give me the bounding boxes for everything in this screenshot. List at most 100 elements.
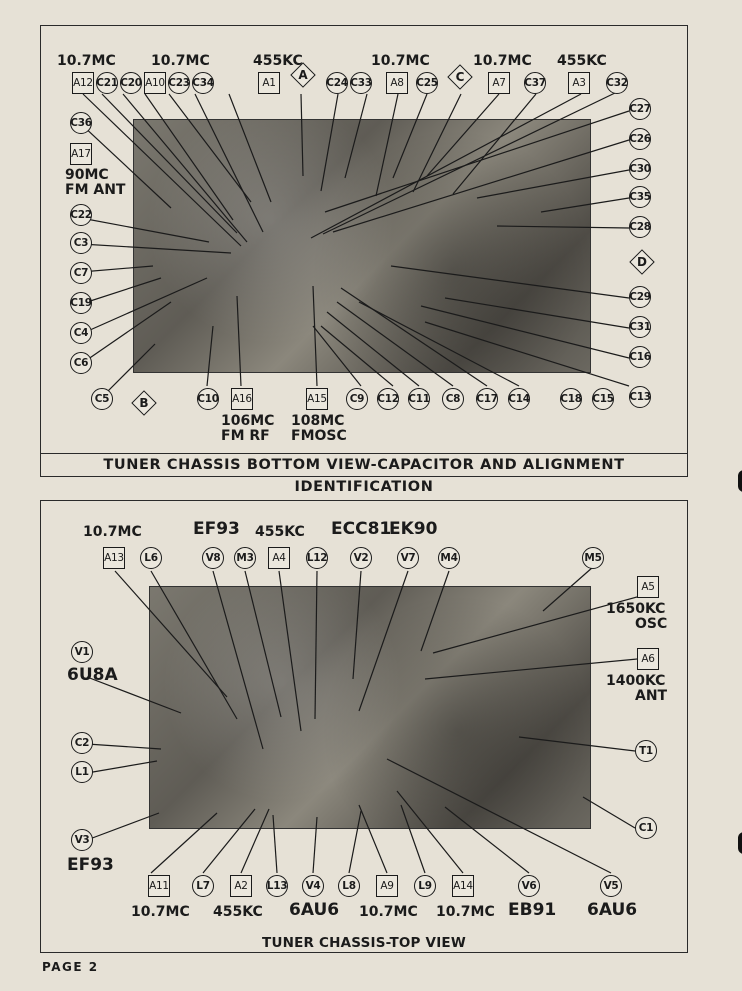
freq-label-a10: 10.7MC: [151, 53, 210, 69]
marker-c1: C1: [635, 817, 657, 839]
marker-a4: A4: [268, 547, 290, 569]
marker-c21: C21: [96, 72, 118, 94]
marker-a17: A17: [70, 143, 92, 165]
marker-c3: C3: [70, 232, 92, 254]
marker-c33: C33: [350, 72, 372, 94]
top-view-caption: TUNER CHASSIS-TOP VIEW: [262, 935, 466, 951]
v7-tube: EK90: [389, 519, 438, 539]
a6-desc: ANT: [635, 688, 668, 704]
a16-desc: FM RF: [221, 428, 270, 444]
marker-c25: C25: [416, 72, 438, 94]
marker-v8: V8: [202, 547, 224, 569]
marker-c26: C26: [629, 128, 651, 150]
marker-c24: C24: [326, 72, 348, 94]
a2-freq: 455KC: [213, 904, 263, 920]
a17-freq: 90MC: [65, 167, 109, 183]
v1-tube: 6U8A: [67, 665, 118, 685]
marker-c30: C30: [629, 158, 651, 180]
a5-freq: 1650KC: [606, 601, 666, 617]
marker-c4: C4: [70, 322, 92, 344]
chassis-bottom-photo: [133, 119, 591, 373]
marker-a13: A13: [103, 547, 125, 569]
a14-freq: 10.7MC: [436, 904, 495, 920]
marker-c18: C18: [560, 388, 582, 410]
a5-desc: OSC: [635, 616, 668, 632]
marker-c28: C28: [629, 216, 651, 238]
a15-freq: 108MC: [291, 413, 345, 429]
freq-label-a1: 455KC: [253, 53, 303, 69]
marker-a12: A12: [72, 72, 94, 94]
marker-diamond-d: D: [629, 249, 655, 275]
bottom-view-caption: TUNER CHASSIS BOTTOM VIEW-CAPACITOR AND …: [41, 453, 687, 495]
marker-c16: C16: [629, 346, 651, 368]
a15-desc: FMOSC: [291, 428, 347, 444]
v2-tube: ECC81: [331, 519, 392, 539]
marker-m3: M3: [234, 547, 256, 569]
marker-a8: A8: [386, 72, 408, 94]
marker-c13: C13: [629, 386, 651, 408]
marker-a3: A3: [568, 72, 590, 94]
marker-a15: A15: [306, 388, 328, 410]
marker-a14: A14: [452, 875, 474, 897]
marker-m4: M4: [438, 547, 460, 569]
marker-a10: A10: [144, 72, 166, 94]
marker-c34: C34: [192, 72, 214, 94]
binding-hole-mark: [738, 470, 742, 492]
marker-c36: C36: [70, 112, 92, 134]
marker-a1: A1: [258, 72, 280, 94]
marker-v3: V3: [71, 829, 93, 851]
marker-v5: V5: [600, 875, 622, 897]
marker-c35: C35: [629, 186, 651, 208]
a13-freq: 10.7MC: [83, 524, 142, 540]
v4-tube: 6AU6: [289, 900, 340, 920]
binding-hole-mark: [738, 832, 742, 854]
marker-c10: C10: [197, 388, 219, 410]
marker-diamond-c: C: [447, 64, 473, 90]
marker-c32: C32: [606, 72, 628, 94]
marker-m5: M5: [582, 547, 604, 569]
marker-v4: V4: [302, 875, 324, 897]
bottom-view-panel: 10.7MC 10.7MC 455KC 10.7MC 10.7MC 455KC …: [40, 25, 688, 495]
marker-t1: T1: [635, 740, 657, 762]
marker-a6: A6: [637, 648, 659, 670]
top-view-panel: 10.7MC EF93 455KC ECC81 EK90 A13 L6 V8 M…: [40, 500, 688, 953]
a6-freq: 1400KC: [606, 673, 666, 689]
page-number: PAGE 2: [42, 960, 99, 974]
marker-l8: L8: [338, 875, 360, 897]
a11-freq: 10.7MC: [131, 904, 190, 920]
freq-label-a7: 10.7MC: [473, 53, 532, 69]
v5-tube: 6AU6: [587, 900, 638, 920]
freq-label-a12: 10.7MC: [57, 53, 116, 69]
marker-c12: C12: [377, 388, 399, 410]
marker-c17: C17: [476, 388, 498, 410]
marker-a5: A5: [637, 576, 659, 598]
marker-c11: C11: [408, 388, 430, 410]
marker-l6: L6: [140, 547, 162, 569]
a4-freq: 455KC: [255, 524, 305, 540]
marker-v1: V1: [71, 641, 93, 663]
marker-c31: C31: [629, 316, 651, 338]
a17-desc: FM ANT: [65, 182, 126, 198]
chassis-top-photo: [149, 586, 591, 829]
marker-l12: L12: [306, 547, 328, 569]
marker-c37: C37: [524, 72, 546, 94]
a16-freq: 106MC: [221, 413, 275, 429]
a9-freq: 10.7MC: [359, 904, 418, 920]
marker-c20: C20: [120, 72, 142, 94]
marker-c15: C15: [592, 388, 614, 410]
marker-diamond-a: A: [290, 62, 316, 88]
v6-tube: EB91: [508, 900, 557, 920]
marker-v7: V7: [397, 547, 419, 569]
marker-l13: L13: [266, 875, 288, 897]
marker-a16: A16: [231, 388, 253, 410]
marker-a11: A11: [148, 875, 170, 897]
marker-v2: V2: [350, 547, 372, 569]
marker-c5: C5: [91, 388, 113, 410]
marker-c2: C2: [71, 732, 93, 754]
marker-c22: C22: [70, 204, 92, 226]
marker-c7: C7: [70, 262, 92, 284]
marker-a9: A9: [376, 875, 398, 897]
marker-v6: V6: [518, 875, 540, 897]
marker-l1: L1: [71, 761, 93, 783]
marker-c19: C19: [70, 292, 92, 314]
